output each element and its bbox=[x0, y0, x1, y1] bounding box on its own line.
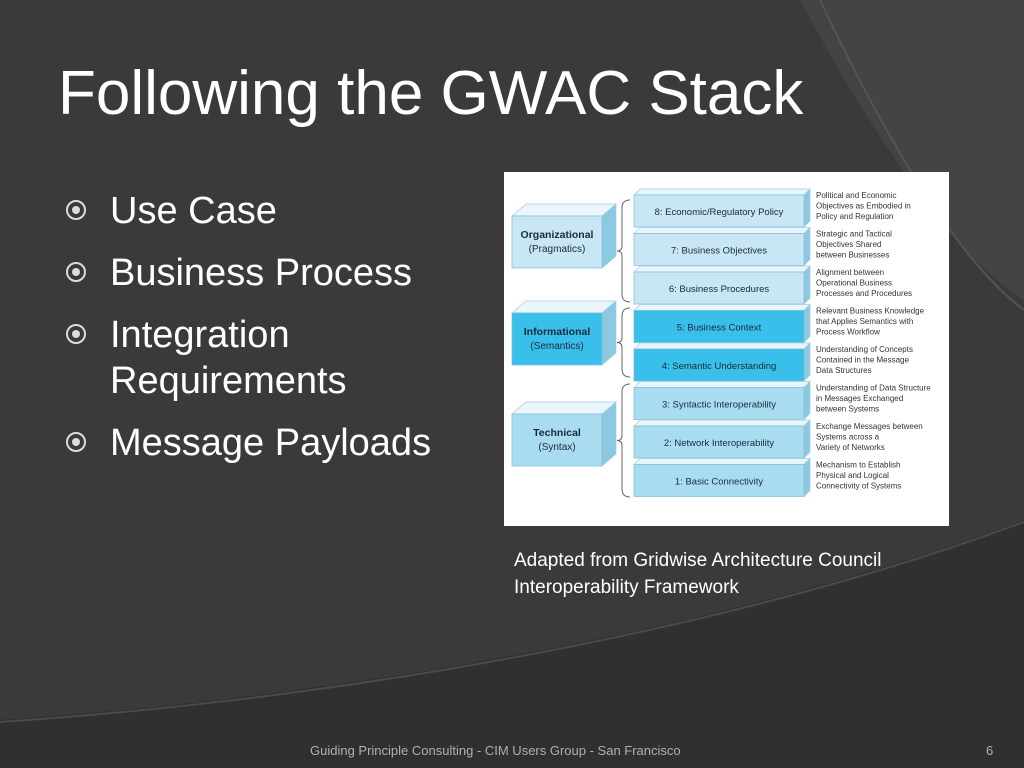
layer-label: 8: Economic/Regulatory Policy bbox=[655, 207, 784, 218]
bullet-item: Use Case bbox=[66, 188, 486, 234]
layer-description: Data Structures bbox=[816, 366, 872, 375]
group-block-top bbox=[511, 401, 617, 415]
bullet-item: Integration Requirements bbox=[66, 312, 486, 404]
layer-description: Mechanism to Establish bbox=[816, 461, 900, 470]
layer-box-top bbox=[633, 227, 811, 234]
layer-description: that Applies Semantics with bbox=[816, 317, 913, 326]
layer-label: 5: Business Context bbox=[677, 323, 762, 334]
group-subtitle: (Pragmatics) bbox=[529, 244, 586, 255]
bullet-text: Use Case bbox=[110, 190, 277, 232]
layer-description: Policy and Regulation bbox=[816, 212, 893, 221]
layer-description: Physical and Logical bbox=[816, 471, 889, 480]
layer-box bbox=[633, 348, 805, 382]
layer-box-top bbox=[633, 458, 811, 465]
circle-bullet-icon bbox=[66, 200, 86, 220]
bullet-text: Message Payloads bbox=[110, 422, 432, 464]
caption-line: Interoperability Framework bbox=[514, 577, 739, 598]
figure-caption: Adapted from Gridwise Architecture Counc… bbox=[514, 547, 882, 601]
layer-box-top bbox=[633, 381, 811, 388]
group-brace bbox=[616, 307, 631, 378]
layer-description: Systems across a bbox=[816, 433, 880, 442]
layer-box-side bbox=[803, 226, 811, 267]
layer-label: 3: Syntactic Interoperability bbox=[662, 400, 776, 411]
layer-box bbox=[633, 310, 805, 343]
layer-box bbox=[633, 271, 805, 305]
layer-description: Operational Business bbox=[816, 279, 892, 288]
layer-box bbox=[633, 387, 805, 420]
bullet-list: Use Case Business Process Integration Re… bbox=[66, 188, 486, 482]
group-subtitle: (Semantics) bbox=[530, 341, 583, 352]
layer-description: Relevant Business Knowledge bbox=[816, 307, 925, 316]
page-number: 6 bbox=[986, 743, 994, 758]
group-title: Technical bbox=[533, 427, 581, 439]
layer-description: Understanding of Data Structure bbox=[816, 384, 931, 393]
layer-description: Alignment between bbox=[816, 268, 884, 277]
bullet-text: Integration Requirements bbox=[110, 314, 347, 402]
gwac-stack-figure: 8: Economic/Regulatory Policy Political a… bbox=[504, 172, 949, 526]
layer-box-top bbox=[633, 304, 811, 311]
layer-box-side bbox=[803, 419, 811, 459]
layer-box bbox=[633, 464, 805, 497]
layer-description: Understanding of Concepts bbox=[816, 345, 913, 354]
circle-bullet-icon bbox=[66, 324, 86, 344]
group-block bbox=[511, 215, 603, 269]
circle-bullet-icon bbox=[66, 432, 86, 452]
layer-description: in Messages Exchanged bbox=[816, 394, 903, 403]
layer-description: between Systems bbox=[816, 405, 879, 414]
layer-description: Contained in the Message bbox=[816, 356, 910, 365]
layer-box-side bbox=[803, 303, 811, 344]
layer-description: Processes and Procedures bbox=[816, 289, 912, 298]
layer-box-top bbox=[633, 188, 811, 196]
group-block-top bbox=[511, 203, 617, 217]
group-brace bbox=[616, 199, 631, 303]
gwac-stack-diagram: 8: Economic/Regulatory Policy Political a… bbox=[511, 188, 931, 498]
layer-description: Variety of Networks bbox=[816, 443, 885, 452]
footer-text: Guiding Principle Consulting - CIM Users… bbox=[310, 743, 681, 758]
layer-box-top bbox=[633, 342, 811, 350]
layer-box bbox=[633, 233, 805, 266]
layer-box-side bbox=[803, 380, 811, 421]
layer-label: 6: Business Procedures bbox=[669, 284, 770, 295]
layer-description: Objectives as Embodied in bbox=[816, 202, 911, 211]
layer-label: 4: Semantic Understanding bbox=[662, 361, 777, 372]
group-title: Informational bbox=[524, 326, 591, 338]
layer-box bbox=[633, 194, 805, 228]
layer-description: Political and Economic bbox=[816, 191, 896, 200]
caption-line: Adapted from Gridwise Architecture Counc… bbox=[514, 550, 882, 571]
layer-box-side bbox=[803, 265, 811, 305]
layer-description: Objectives Shared bbox=[816, 240, 881, 249]
group-subtitle: (Syntax) bbox=[538, 442, 575, 453]
layer-label: 2: Network Interoperability bbox=[664, 438, 775, 449]
layer-description: Strategic and Tactical bbox=[816, 230, 892, 239]
layer-box-side bbox=[803, 342, 811, 382]
layer-description: Exchange Messages between bbox=[816, 422, 923, 431]
slide-title: Following the GWAC Stack bbox=[58, 59, 804, 128]
bullet-item: Business Process bbox=[66, 250, 486, 296]
bullet-text: Business Process bbox=[110, 252, 413, 294]
layer-box-side bbox=[803, 457, 811, 498]
layer-box-side bbox=[803, 188, 811, 228]
layer-description: Connectivity of Systems bbox=[816, 482, 901, 491]
layer-box bbox=[633, 425, 805, 459]
layer-label: 1: Basic Connectivity bbox=[675, 477, 763, 488]
bullet-item: Message Payloads bbox=[66, 420, 486, 466]
layer-label: 7: Business Objectives bbox=[671, 246, 767, 257]
layer-box-top bbox=[633, 265, 811, 273]
group-block bbox=[511, 312, 603, 366]
circle-bullet-icon bbox=[66, 262, 86, 282]
group-block-top bbox=[511, 300, 617, 314]
layer-box-top bbox=[633, 419, 811, 427]
layer-description: between Businesses bbox=[816, 251, 889, 260]
layer-description: Process Workflow bbox=[816, 328, 880, 337]
group-block bbox=[511, 413, 603, 467]
group-title: Organizational bbox=[521, 229, 594, 241]
group-brace bbox=[616, 383, 631, 498]
